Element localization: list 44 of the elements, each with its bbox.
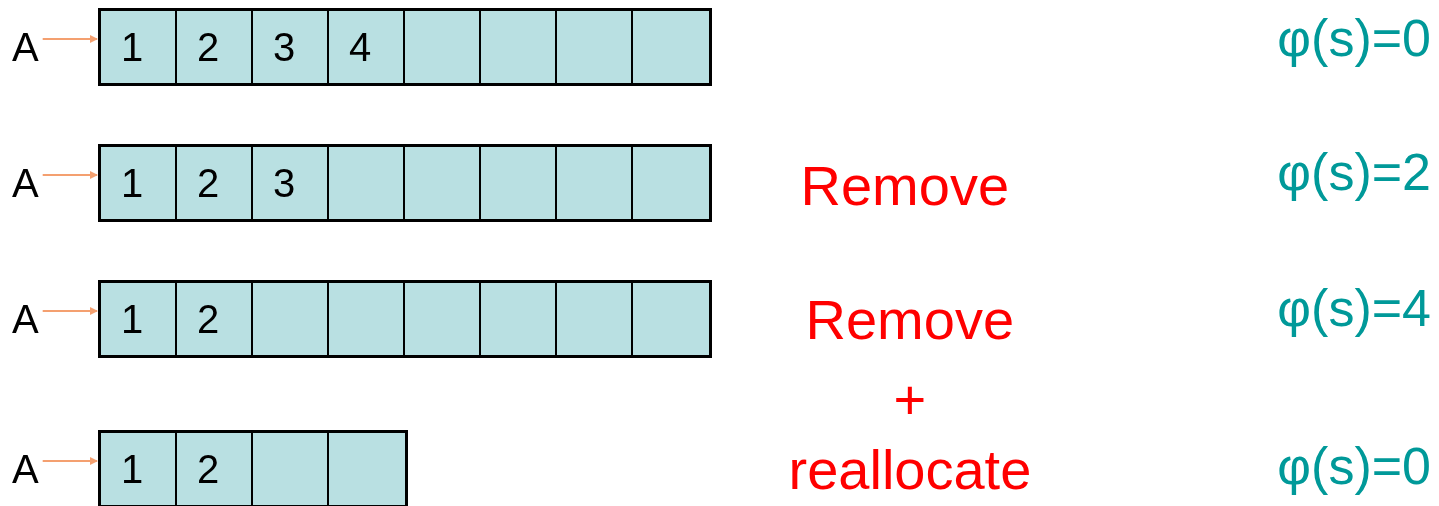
array-cell xyxy=(329,283,405,355)
array-cell: 2 xyxy=(177,147,253,219)
operation-label: Remove xyxy=(800,158,1010,214)
array-cell xyxy=(481,11,557,83)
array-cell xyxy=(633,283,709,355)
array-cell: 2 xyxy=(177,433,253,505)
array-cell xyxy=(557,11,633,83)
array-cell xyxy=(633,147,709,219)
arrow xyxy=(41,35,98,43)
arrow xyxy=(41,457,98,465)
array-name: A xyxy=(12,446,39,492)
array-cell: 2 xyxy=(177,283,253,355)
operation-label: reallocate xyxy=(788,442,1032,498)
array-cell xyxy=(329,433,405,505)
array-cell: 1 xyxy=(101,283,177,355)
array-cell xyxy=(405,11,481,83)
array-cell: 1 xyxy=(101,433,177,505)
array-name: A xyxy=(12,24,39,70)
array-cell xyxy=(633,11,709,83)
array-cell: 3 xyxy=(253,147,329,219)
array-bar xyxy=(98,8,712,86)
arrow xyxy=(41,307,98,315)
array-cell: 2 xyxy=(177,11,253,83)
array-cell xyxy=(481,147,557,219)
array-cell xyxy=(557,283,633,355)
array-bar xyxy=(98,280,712,358)
operation-label: + xyxy=(893,372,927,428)
operation-label: Remove xyxy=(805,292,1015,348)
array-cell xyxy=(253,433,329,505)
arrow xyxy=(41,171,98,179)
array-cell: 1 xyxy=(101,147,177,219)
array-cell: 4 xyxy=(329,11,405,83)
array-cell xyxy=(329,147,405,219)
array-bar xyxy=(98,430,408,506)
array-cell xyxy=(253,283,329,355)
array-cell xyxy=(481,283,557,355)
array-cell xyxy=(405,283,481,355)
array-bar xyxy=(98,144,712,222)
array-name: A xyxy=(12,160,39,206)
array-cell: 3 xyxy=(253,11,329,83)
array-cell: 1 xyxy=(101,11,177,83)
array-cell xyxy=(557,147,633,219)
array-cell xyxy=(405,147,481,219)
array-name: A xyxy=(12,296,39,342)
